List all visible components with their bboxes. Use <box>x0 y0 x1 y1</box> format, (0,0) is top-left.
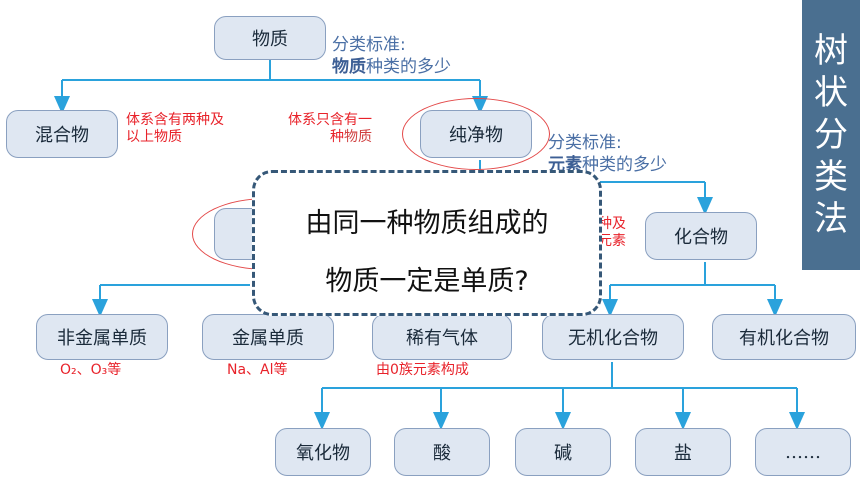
criterion-1-basis: 物质种类的多少 <box>332 56 451 78</box>
note-pure-2b: 物质 <box>344 129 372 145</box>
question-line-1: 由同一种物质组成的 <box>305 208 549 239</box>
note-pure-1: 体系只含有一 <box>288 112 372 128</box>
node-metal: 金属单质 <box>202 314 334 360</box>
note-compound-2: 元素 <box>598 233 626 249</box>
node-noble-gas: 稀有气体 <box>372 314 512 360</box>
node-more: …… <box>755 428 851 476</box>
question-callout: 由同一种物质组成的 物质一定是单质? <box>252 170 602 316</box>
note-pure: 体系只含有一 种物质 <box>288 112 372 146</box>
side-title: 树 状 分 类 法 <box>802 0 860 270</box>
node-organic: 有机化合物 <box>712 314 856 360</box>
criterion-2-rest: 种类的多少 <box>582 155 667 175</box>
note-compound: 种及 元素 <box>598 216 626 250</box>
node-matter: 物质 <box>214 16 326 60</box>
side-title-char: 树 <box>814 31 848 71</box>
criterion-1-label: 分类标准: <box>332 35 406 55</box>
note-mixture-2: 以上物质 <box>126 129 182 145</box>
criterion-1-bold: 物质 <box>332 57 366 77</box>
criterion-2-label: 分类标准: <box>548 133 622 153</box>
question-line-2: 物质一定是单质? <box>325 266 529 297</box>
node-compound: 化合物 <box>645 212 757 260</box>
node-nonmetal: 非金属单质 <box>36 314 168 360</box>
note-noble-gas: 由0族元素构成 <box>376 362 469 378</box>
criterion-1-rest: 种类的多少 <box>366 57 451 77</box>
side-title-char: 状 <box>814 73 848 113</box>
note-metal-example: Na、Al等 <box>227 362 288 378</box>
node-mixture: 混合物 <box>6 110 118 158</box>
side-title-char: 分 <box>814 115 848 155</box>
highlight-ellipse-pure <box>402 98 550 170</box>
node-inorganic: 无机化合物 <box>542 314 684 360</box>
node-base: 碱 <box>515 428 611 476</box>
note-pure-2: 种物质 <box>288 129 372 146</box>
node-oxide: 氧化物 <box>275 428 371 476</box>
note-compound-1: 种及 <box>598 216 626 232</box>
note-pure-2a: 种 <box>330 129 344 145</box>
note-nonmetal-example: O₂、O₃等 <box>60 362 122 378</box>
note-mixture: 体系含有两种及 以上物质 <box>126 112 224 146</box>
criterion-1: 分类标准: 物质种类的多少 <box>332 34 451 78</box>
node-salt: 盐 <box>635 428 731 476</box>
side-title-char: 法 <box>814 199 848 239</box>
node-acid: 酸 <box>394 428 490 476</box>
side-title-char: 类 <box>814 157 848 197</box>
note-mixture-1: 体系含有两种及 <box>126 112 224 128</box>
